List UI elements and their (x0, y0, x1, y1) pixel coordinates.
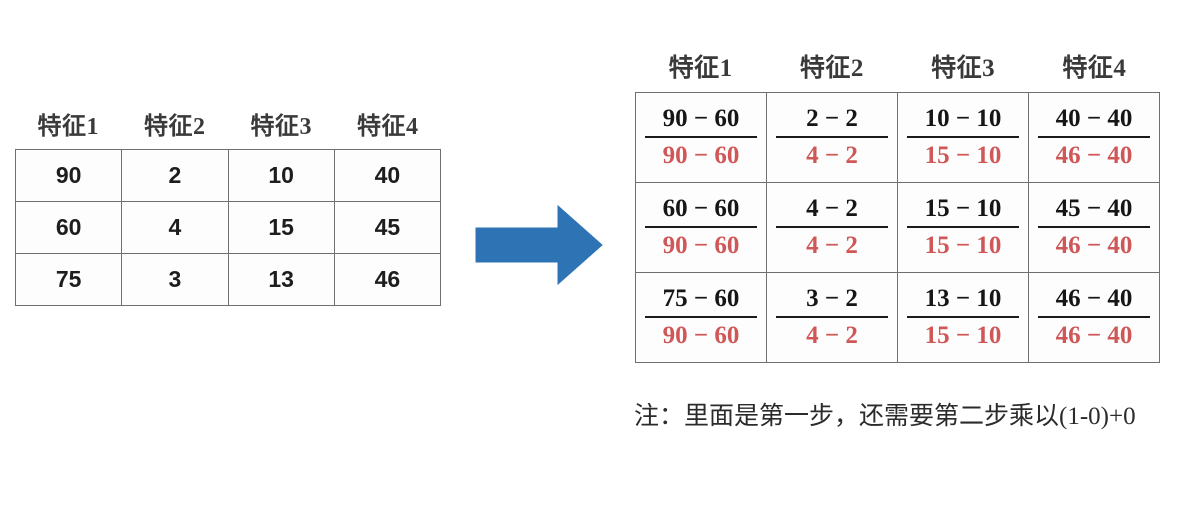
fraction-cell: 75 − 60 90 − 60 (635, 272, 767, 363)
fraction-cell: 90 − 60 90 − 60 (635, 92, 767, 183)
fraction-denominator: 46 − 40 (1055, 142, 1133, 169)
fraction-cell: 4 − 2 4 − 2 (766, 182, 898, 273)
table-row: 75 3 13 46 (14, 253, 442, 306)
fraction-numerator: 90 − 60 (662, 104, 740, 132)
fraction-cell: 45 − 40 46 − 40 (1028, 182, 1160, 273)
fraction-bar (1038, 316, 1150, 318)
result-table-block: 特征1 特征2 特征3 特征4 90 − 60 90 − 60 (635, 48, 1160, 363)
table-row: 90 2 10 40 (14, 149, 442, 202)
fraction: 40 − 40 46 − 40 (1038, 104, 1150, 172)
source-header-feature-3: 特征3 (250, 114, 312, 140)
fraction: 60 − 60 90 − 60 (645, 194, 757, 262)
result-table: 90 − 60 90 − 60 2 − 2 4 − 2 (635, 92, 1160, 363)
source-cell: 2 (121, 149, 229, 202)
source-cell: 15 (227, 201, 335, 254)
fraction-denominator: 15 − 10 (924, 232, 1002, 259)
fraction-cell: 13 − 10 15 − 10 (897, 272, 1029, 363)
source-header-feature-2: 特征2 (144, 114, 206, 140)
fraction-bar (1038, 136, 1150, 138)
fraction-denominator: 90 − 60 (662, 142, 740, 169)
source-cell: 90 (14, 149, 123, 202)
fraction-cell: 46 − 40 46 − 40 (1028, 272, 1160, 363)
source-header-feature-1: 特征1 (37, 114, 99, 140)
fraction-numerator: 4 − 2 (806, 194, 858, 222)
fraction-numerator: 3 − 2 (806, 284, 858, 312)
source-table: 90 2 10 40 60 4 15 45 75 3 13 46 (14, 149, 442, 306)
source-table-header-row: 特征1 特征2 特征3 特征4 (15, 106, 441, 141)
source-cell: 3 (121, 253, 229, 306)
fraction: 75 − 60 90 − 60 (645, 284, 757, 352)
fraction-denominator: 90 − 60 (662, 322, 740, 349)
fraction-denominator: 46 − 40 (1055, 232, 1133, 259)
source-cell: 10 (227, 149, 335, 202)
fraction-cell: 60 − 60 90 − 60 (635, 182, 767, 273)
fraction: 4 − 2 4 − 2 (776, 194, 888, 262)
fraction-cell: 40 − 40 46 − 40 (1028, 92, 1160, 183)
fraction-cell: 15 − 10 15 − 10 (897, 182, 1029, 273)
caption-line-2: (1-0)+0 (1059, 403, 1136, 430)
source-cell: 13 (227, 253, 335, 306)
source-cell: 60 (14, 201, 123, 254)
fraction: 10 − 10 15 − 10 (907, 104, 1019, 172)
result-header-feature-1: 特征1 (668, 55, 733, 82)
fraction-numerator: 45 − 40 (1055, 194, 1133, 222)
source-cell: 45 (333, 201, 442, 254)
right-arrow-icon (474, 200, 604, 290)
fraction-cell: 3 − 2 4 − 2 (766, 272, 898, 363)
table-row: 90 − 60 90 − 60 2 − 2 4 − 2 (635, 92, 1160, 183)
fraction-bar (776, 226, 888, 228)
caption-note: 注：里面是第一步，还需要第二步乘以(1-0)+0 (634, 400, 1179, 435)
source-cell: 46 (333, 253, 442, 306)
fraction-bar (1038, 226, 1150, 228)
fraction-numerator: 10 − 10 (924, 104, 1002, 132)
fraction: 90 − 60 90 − 60 (645, 104, 757, 172)
fraction-bar (776, 136, 888, 138)
fraction-numerator: 46 − 40 (1055, 284, 1133, 312)
fraction: 3 − 2 4 − 2 (776, 284, 888, 352)
fraction-bar (645, 136, 757, 138)
fraction-denominator: 15 − 10 (924, 142, 1002, 169)
fraction-numerator: 40 − 40 (1055, 104, 1133, 132)
fraction: 2 − 2 4 − 2 (776, 104, 888, 172)
fraction: 15 − 10 15 − 10 (907, 194, 1019, 262)
source-table-block: 特征1 特征2 特征3 特征4 90 2 10 40 60 4 15 45 (14, 106, 442, 306)
fraction-cell: 2 − 2 4 − 2 (766, 92, 898, 183)
fraction-bar (907, 226, 1019, 228)
fraction: 46 − 40 46 − 40 (1038, 284, 1150, 352)
fraction-denominator: 4 − 2 (806, 232, 858, 259)
caption-line-1: 注：里面是第一步，还需要第二步乘以 (634, 403, 1060, 430)
fraction-numerator: 2 − 2 (806, 104, 858, 132)
table-row: 75 − 60 90 − 60 3 − 2 4 − 2 (635, 272, 1160, 363)
fraction-bar (645, 226, 757, 228)
fraction-denominator: 90 − 60 (662, 232, 740, 259)
source-header-feature-4: 特征4 (357, 114, 419, 140)
fraction-denominator: 4 − 2 (806, 322, 858, 349)
fraction-bar (907, 136, 1019, 138)
source-cell: 40 (333, 149, 442, 202)
fraction-denominator: 46 − 40 (1055, 322, 1133, 349)
table-row: 60 4 15 45 (14, 201, 442, 254)
result-table-header-row: 特征1 特征2 特征3 特征4 (635, 48, 1160, 84)
fraction-numerator: 13 − 10 (924, 284, 1002, 312)
result-header-feature-4: 特征4 (1062, 55, 1127, 82)
fraction-cell: 10 − 10 15 − 10 (897, 92, 1029, 183)
source-cell: 75 (14, 253, 123, 306)
fraction-denominator: 15 − 10 (924, 322, 1002, 349)
result-header-feature-3: 特征3 (931, 55, 996, 82)
fraction-numerator: 15 − 10 (924, 194, 1002, 222)
result-header-feature-2: 特征2 (799, 55, 864, 82)
fraction-bar (776, 316, 888, 318)
fraction-denominator: 4 − 2 (806, 142, 858, 169)
fraction-bar (645, 316, 757, 318)
fraction: 45 − 40 46 − 40 (1038, 194, 1150, 262)
fraction-numerator: 75 − 60 (662, 284, 740, 312)
fraction: 13 − 10 15 − 10 (907, 284, 1019, 352)
fraction-numerator: 60 − 60 (662, 194, 740, 222)
table-row: 60 − 60 90 − 60 4 − 2 4 − 2 (635, 182, 1160, 273)
fraction-bar (907, 316, 1019, 318)
source-cell: 4 (121, 201, 229, 254)
